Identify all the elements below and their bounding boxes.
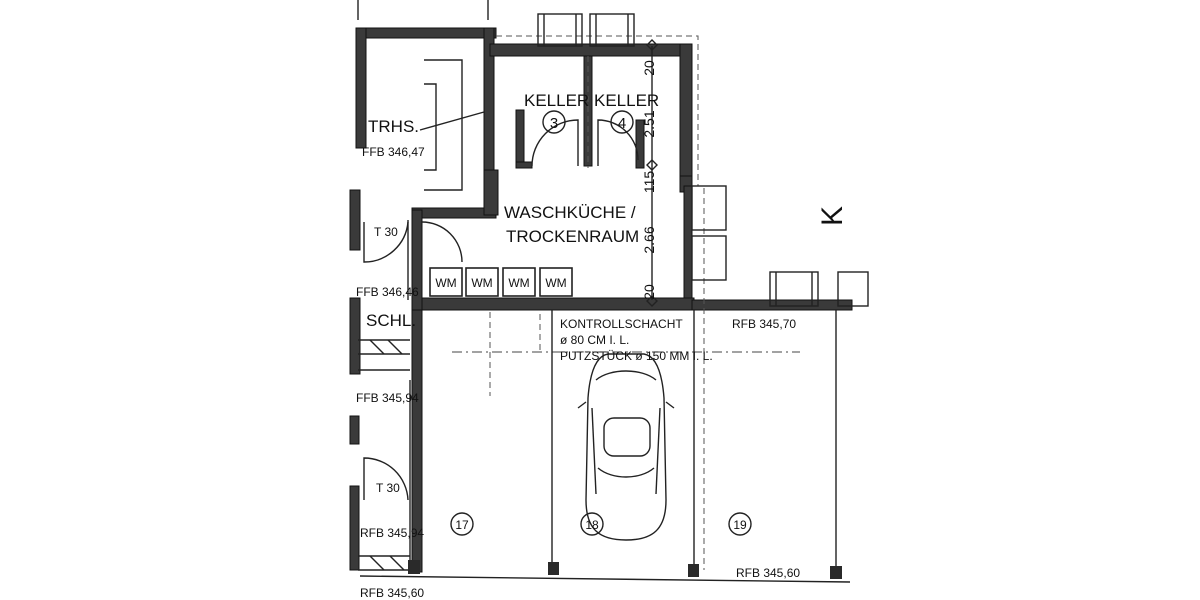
room-number-keller-4: 4 [618, 115, 626, 132]
wm-label-2: WM [471, 276, 492, 290]
inspection-shaft-label: KONTROLLSCHACHT [560, 317, 683, 331]
edge-letter: K [816, 206, 849, 226]
room-label-treppenhaus: TRHS. [368, 117, 419, 136]
wall-left-upper [349, 189, 361, 251]
pier-2 [688, 564, 699, 577]
level-bottom-left: RFB 345,60 [360, 586, 424, 600]
door-arc-wash [421, 221, 463, 263]
wall-cellar-right [679, 43, 693, 187]
wm-label-1: WM [435, 276, 456, 290]
windows-stair [357, 0, 489, 20]
door-label-t30-lower: T 30 [376, 481, 400, 495]
stair-flight [424, 83, 437, 171]
stair-railing [424, 59, 463, 191]
wall-stair-step [483, 169, 499, 216]
room-label-waschkueche-2: TROCKENRAUM [506, 227, 639, 246]
wm-label-3: WM [508, 276, 529, 290]
window-facade-1 [769, 271, 819, 307]
window-facade-2 [837, 271, 869, 307]
parking-space-18: 18 [585, 518, 599, 532]
level-treppenhaus: FFB 346,47 [362, 145, 425, 159]
washing-machine-1 [429, 267, 463, 297]
parking-number-circle-17 [450, 512, 474, 536]
room-label-schleuse: SCHL. [366, 311, 416, 330]
window-keller3 [537, 13, 583, 47]
level-garage-top: RFB 345,70 [732, 317, 796, 331]
cleanout-label: PUTZSTÜCK ø 150 MM I. L. [560, 349, 713, 363]
parking-space-19: 19 [733, 518, 747, 532]
washing-machines: WM WM WM WM [429, 267, 573, 297]
wall-left-schl [349, 297, 361, 375]
dimension-ticks [646, 39, 658, 307]
level-stair-exit: RFB 345,94 [360, 526, 424, 540]
level-corridor: FFB 345,94 [356, 391, 419, 405]
dimension-20-top: 20 [641, 60, 657, 76]
wall-wash-right-lower [683, 185, 693, 305]
room-label-waschkueche-1: WASCHKÜCHE / [504, 203, 636, 222]
washing-machine-4 [539, 267, 573, 297]
parking-space-17: 17 [455, 518, 469, 532]
pier-4 [408, 560, 420, 574]
door-arc-t30-upper [363, 221, 409, 263]
dimension-2-66: 2.66 [641, 226, 657, 253]
window-wash-upper [691, 185, 727, 231]
walls [349, 27, 853, 573]
wall-left-short [349, 415, 360, 445]
room-number-keller-3: 3 [550, 115, 558, 132]
room-number-circle-4 [610, 110, 634, 134]
pier-1 [548, 562, 559, 575]
washing-machine-2 [465, 267, 499, 297]
plan-details [357, 0, 869, 583]
garage-front-edge [359, 575, 851, 583]
window-keller4 [589, 13, 635, 47]
level-garage-bottom: RFB 345,60 [736, 566, 800, 580]
wm-label-4: WM [545, 276, 566, 290]
level-schleuse: FFB 346,46 [356, 285, 419, 299]
door-arc-keller4 [597, 119, 639, 166]
dimension-2-51: 2.51 [641, 110, 657, 137]
wall-left-lower [349, 485, 360, 571]
room-label-keller-4: KELLER [594, 91, 659, 110]
wall-keller3-left [515, 109, 525, 167]
stair-hatch [358, 339, 410, 571]
door-label-t30-upper: T 30 [374, 225, 398, 239]
room-label-keller-3: KELLER [524, 91, 589, 110]
parking-number-circle-18 [580, 512, 604, 536]
room-number-circle-3 [542, 110, 566, 134]
wall-right-facade [691, 299, 853, 311]
dimension-115: 115 [641, 171, 657, 194]
washing-machine-3 [502, 267, 536, 297]
car-icon [577, 353, 675, 541]
wall-keller4-right [635, 119, 645, 169]
parking-number-circle-19 [728, 512, 752, 536]
dimension-20-bottom: 20 [641, 284, 657, 300]
wall-stair-top [355, 27, 497, 39]
window-wash-lower [691, 235, 727, 281]
wall-stair-left [355, 27, 367, 149]
wall-keller3-bottom [515, 161, 533, 169]
door-arc-t30-lower [363, 457, 409, 501]
stair-handrail [419, 111, 485, 131]
wall-stair-bottom [411, 207, 497, 219]
pier-3 [830, 566, 842, 579]
inspection-shaft-size: ø 80 CM I. L. [560, 333, 629, 347]
